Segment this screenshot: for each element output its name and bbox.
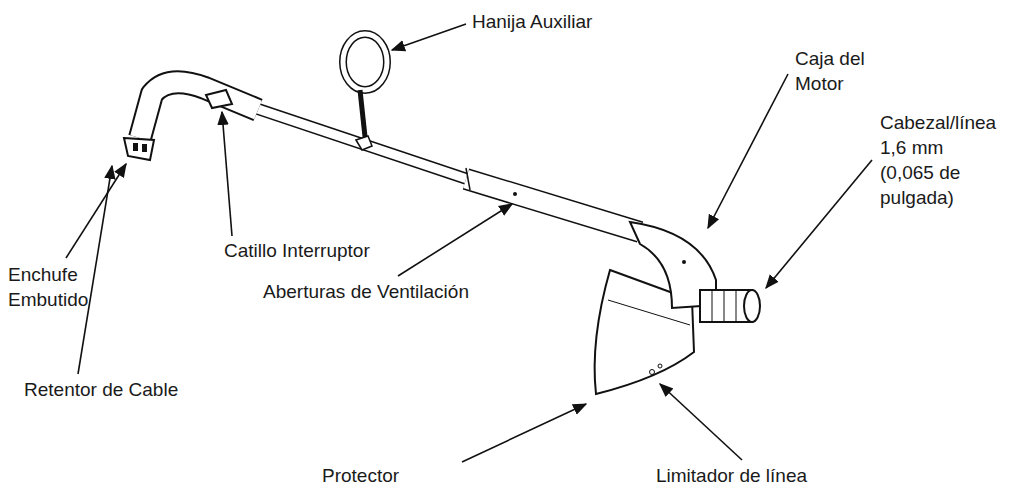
leader-arrow <box>66 164 126 258</box>
wing-nut <box>356 136 372 150</box>
line-limiter <box>650 370 655 375</box>
leader-arrow <box>462 404 586 462</box>
housing-screw <box>682 260 686 264</box>
recessed-plug <box>124 138 154 160</box>
part-label: Catillo Interruptor <box>224 238 370 263</box>
tube <box>466 179 640 232</box>
part-label: Aberturas de Ventilación <box>263 279 469 304</box>
part-label: Caja del Motor <box>795 46 887 96</box>
aux-handle-fill <box>343 34 387 90</box>
rear-handle-fill <box>140 82 258 138</box>
part-label: Limitador de línea <box>656 463 807 488</box>
line-limiter <box>658 364 662 368</box>
trigger-switch <box>206 90 232 108</box>
part-label: Protector <box>322 463 399 488</box>
tube-fill <box>466 179 640 232</box>
part-label: Cabezal/línea 1,6 mm (0,065 de pulgada) <box>880 110 1002 210</box>
head-ridge <box>712 290 713 322</box>
aux-handle <box>343 34 387 90</box>
plug-pin <box>133 143 138 151</box>
head-cap <box>744 290 760 322</box>
head-ridge <box>724 290 725 322</box>
leader-arrow <box>222 112 232 236</box>
leader-arrow <box>708 74 788 228</box>
leader-arrow <box>766 160 872 288</box>
part-label: Retentor de Cable <box>24 377 178 402</box>
leader-arrow <box>660 384 742 460</box>
part-label: Hanija Auxiliar <box>472 9 592 34</box>
rear-handle <box>140 82 258 138</box>
plug-pin <box>142 144 147 152</box>
head-ridge <box>736 290 737 322</box>
vent-dot <box>513 192 517 196</box>
part-label: Enchufe Embutido <box>8 262 108 312</box>
tube-joint <box>466 168 470 190</box>
leader-arrow <box>78 166 112 374</box>
leader-arrow <box>392 24 466 50</box>
leader-arrow <box>398 204 512 276</box>
